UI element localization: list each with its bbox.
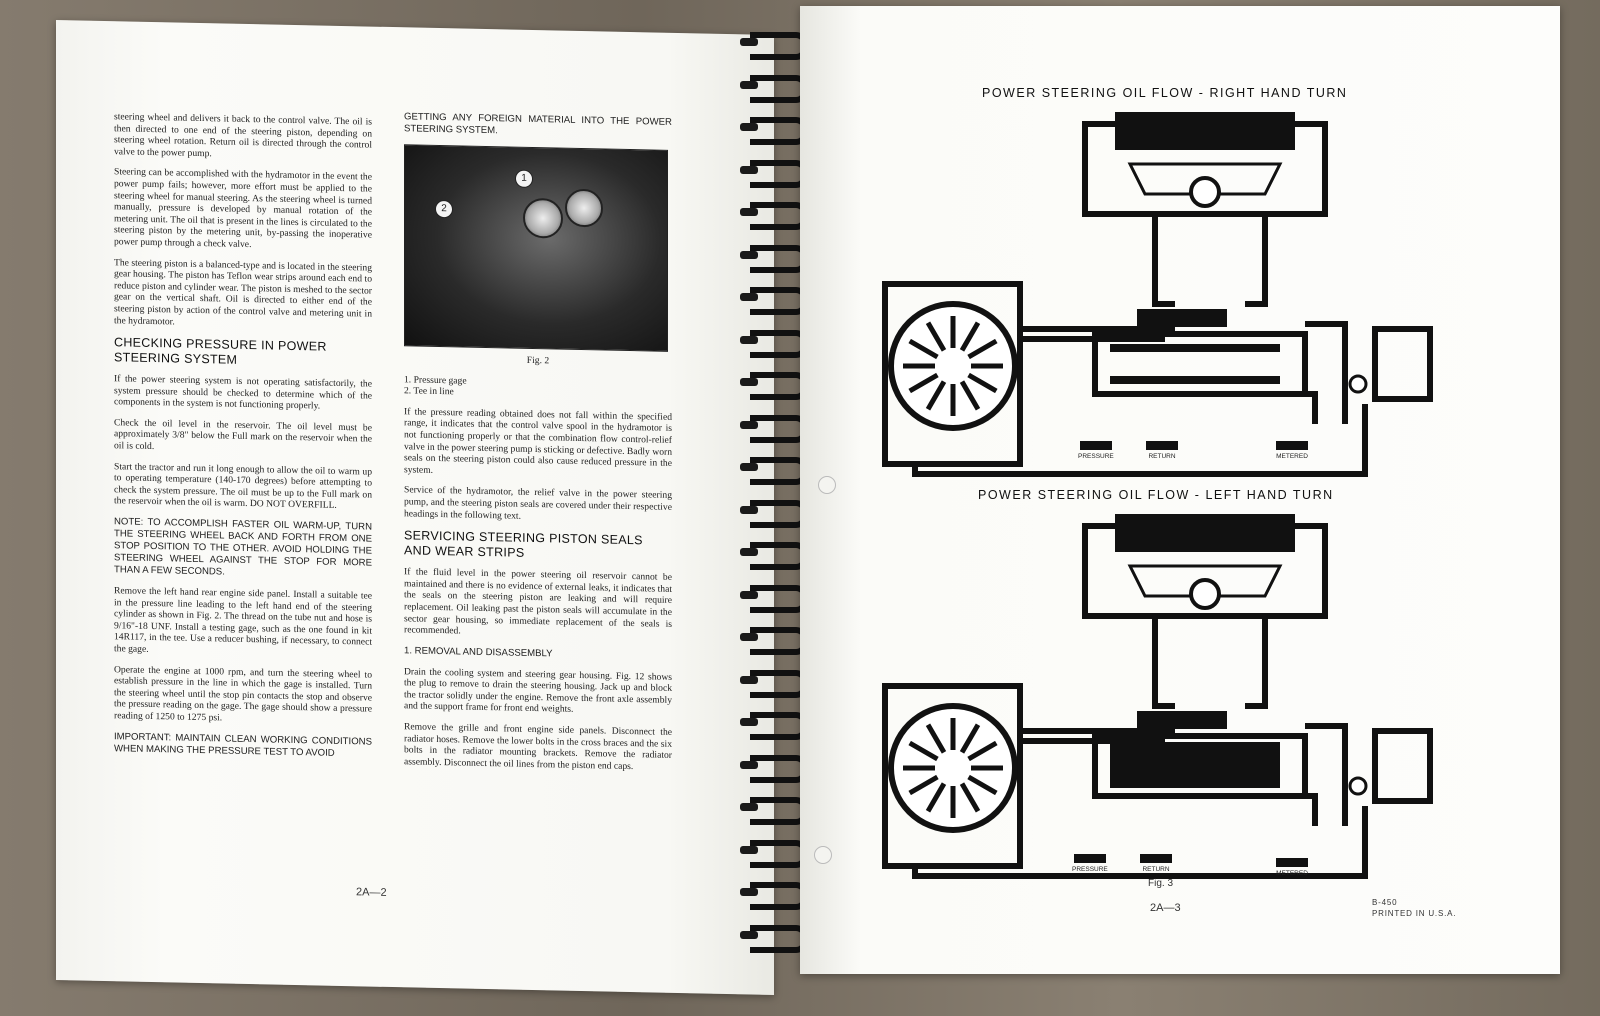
paragraph: Remove the left hand rear engine side pa…: [114, 585, 372, 655]
paragraph: If the power steering system is not oper…: [114, 373, 372, 412]
wheel-spoke: [925, 782, 947, 813]
legend-pressure: PRESSURE: [1072, 854, 1108, 873]
paragraph: If the fluid level in the power steering…: [404, 566, 672, 637]
legend-pressure: PRESSURE: [1078, 441, 1114, 460]
wheel-spoke: [959, 321, 981, 352]
wheel-spoke: [908, 774, 939, 796]
left-page: steering wheel and delivers it back to t…: [56, 20, 774, 996]
gage-image: [565, 188, 603, 228]
punch-hole: [814, 846, 832, 864]
subheading: 1. REMOVAL AND DISASSEMBLY: [404, 644, 553, 660]
punch-hole: [818, 476, 836, 494]
section-heading: SERVICING STEERING PISTON SEALS AND WEAR…: [404, 528, 643, 560]
paragraph: Operate the engine at 1000 rpm, and turn…: [114, 663, 372, 724]
important-note: IMPORTANT: MAINTAIN CLEAN WORKING CONDIT…: [114, 730, 372, 759]
callout-2: 2: [435, 199, 453, 219]
pressure-gage-image: [523, 197, 563, 239]
legend-return: RETURN: [1146, 441, 1178, 460]
paragraph: GETTING ANY FOREIGN MATERIAL INTO THE PO…: [404, 111, 672, 137]
legend-metered: METERED: [1276, 858, 1308, 877]
fig-2-photo: 1 2: [404, 144, 668, 352]
paragraph: steering wheel and delivers it back to t…: [114, 111, 372, 160]
page-number: 2A—2: [356, 886, 387, 899]
wheel-spoke: [967, 372, 998, 394]
legend-return: RETURN: [1140, 854, 1172, 873]
paragraph: The steering piston is a balanced-type a…: [114, 256, 372, 327]
right-page: POWER STEERING OIL FLOW - RIGHT HAND TUR…: [800, 6, 1560, 974]
figure-caption: Fig. 2: [526, 354, 550, 367]
wheel-spoke: [925, 723, 947, 754]
wheel-spoke: [967, 740, 998, 762]
wheel-spoke: [925, 380, 947, 411]
section-heading: CHECKING PRESSURE IN POWER STEERING SYST…: [114, 335, 327, 367]
printed-in-usa: PRINTED IN U.S.A.: [1372, 909, 1457, 918]
page-number: 2A—3: [1150, 902, 1181, 914]
wheel-spoke: [925, 321, 947, 352]
wheel-spoke: [908, 372, 939, 394]
wheel-spoke: [959, 380, 981, 411]
form-code: B-450: [1372, 898, 1398, 907]
wheel-spoke: [959, 723, 981, 754]
left-page-column-1: steering wheel and delivers it back to t…: [114, 111, 372, 769]
paragraph: Drain the cooling system and steering ge…: [404, 665, 672, 716]
wheel-spoke: [908, 338, 939, 360]
figure-caption: Fig. 3: [1148, 878, 1174, 889]
right-turn-flow-diagram: [882, 112, 1433, 477]
paragraph: Steering can be accomplished with the hy…: [114, 166, 372, 251]
legend-metered: METERED: [1276, 441, 1308, 460]
left-page-column-2: GETTING ANY FOREIGN MATERIAL INTO THE PO…: [404, 111, 672, 782]
paragraph: If the pressure reading obtained does no…: [404, 406, 672, 476]
diagram-title-right-turn: POWER STEERING OIL FLOW - RIGHT HAND TUR…: [982, 86, 1348, 100]
callout-1: 1: [515, 169, 533, 188]
paragraph: Service of the hydramotor, the relief va…: [404, 484, 672, 522]
left-turn-flow-diagram: [882, 514, 1433, 879]
wheel-spoke: [959, 782, 981, 813]
diagram-title-left-turn: POWER STEERING OIL FLOW - LEFT HAND TURN: [978, 488, 1334, 502]
paragraph: Remove the grille and front engine side …: [404, 721, 672, 772]
wheel-spoke: [967, 774, 998, 796]
paragraph: Check the oil level in the reservoir. Th…: [114, 417, 372, 453]
paragraph: Start the tractor and run it long enough…: [114, 460, 372, 512]
wheel-spoke: [908, 740, 939, 762]
spiral-binding: [740, 30, 812, 970]
note-text: NOTE: TO ACCOMPLISH FASTER OIL WARM-UP, …: [114, 516, 372, 578]
wheel-spoke: [967, 338, 998, 360]
